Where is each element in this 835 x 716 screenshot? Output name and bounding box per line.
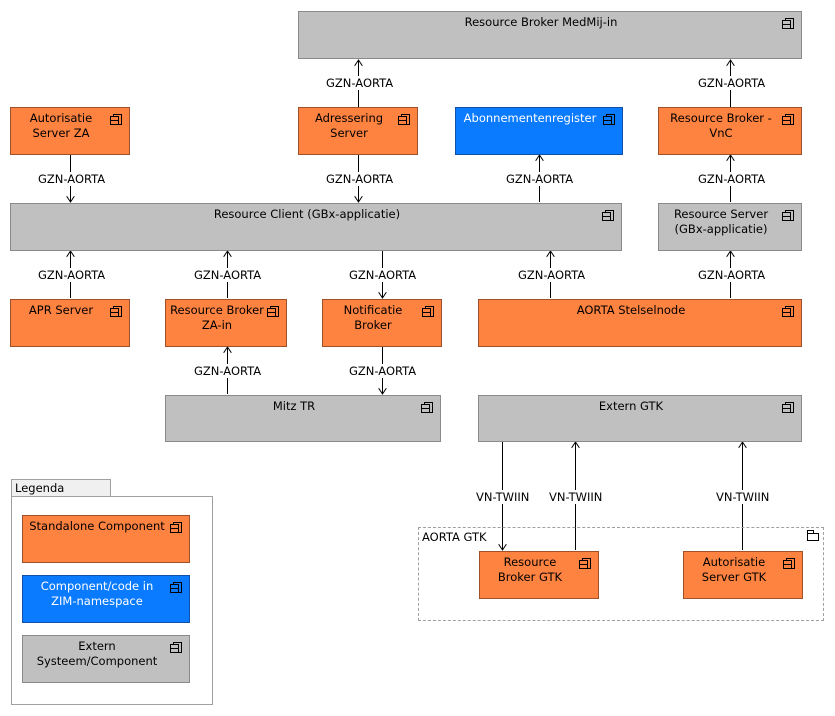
component-icon: [782, 402, 794, 413]
node-mitz-tr[interactable]: Mitz TR: [165, 395, 441, 442]
node-label: Resource Broker MedMij-in: [464, 15, 618, 29]
component-icon: [782, 114, 794, 125]
node-autorisatie-server-za[interactable]: Autorisatie Server ZA: [10, 107, 130, 155]
node-label: AORTA Stelselnode: [576, 303, 686, 317]
legend-label: Standalone Component: [29, 519, 165, 533]
component-icon: [170, 522, 182, 533]
component-icon: [782, 18, 794, 29]
node-resource-broker-gtk[interactable]: Resource Broker GTK: [479, 551, 599, 599]
node-label: Extern GTK: [598, 399, 664, 413]
edge-label: GZN-AORTA: [697, 268, 767, 282]
component-icon: [579, 558, 591, 569]
edge-label: GZN-AORTA: [517, 268, 587, 282]
component-icon: [602, 210, 614, 221]
node-label: Mitz TR: [272, 399, 316, 413]
edge-label: GZN-AORTA: [348, 364, 418, 378]
node-label: APR Server: [28, 303, 94, 317]
node-resource-broker-vnc[interactable]: Resource Broker - VnC: [658, 107, 802, 155]
node-apr-server[interactable]: APR Server: [10, 299, 130, 347]
legend-label: Extern Systeem/Component: [36, 639, 158, 668]
node-label: Resource Client (GBx-applicatie): [213, 207, 401, 221]
component-icon: [782, 306, 794, 317]
node-resource-server[interactable]: Resource Server (GBx-applicatie): [658, 203, 802, 251]
component-icon: [110, 114, 122, 125]
node-label: Resource Server (GBx-applicatie): [673, 207, 769, 236]
component-icon: [603, 114, 615, 125]
edge-label: GZN-AORTA: [325, 76, 395, 90]
node-label: Autorisatie Server ZA: [29, 111, 93, 140]
node-label: Resource Broker GTK: [497, 555, 563, 584]
node-aorta-stelselnode[interactable]: AORTA Stelselnode: [478, 299, 802, 347]
edge-label: VN-TWIIN: [715, 490, 771, 504]
edge-label: GZN-AORTA: [348, 268, 418, 282]
aorta-gtk-group[interactable]: AORTA GTK: [418, 527, 824, 621]
component-icon: [110, 306, 122, 317]
node-resource-broker-medmij[interactable]: Resource Broker MedMij-in: [298, 11, 802, 59]
edge-label: GZN-AORTA: [325, 172, 395, 186]
component-icon: [421, 402, 433, 413]
node-adressering-server[interactable]: Adressering Server: [298, 107, 418, 155]
node-label: Resource Broker ZA-in: [170, 303, 264, 332]
legend-title: Legenda: [11, 479, 111, 497]
component-icon: [267, 306, 279, 317]
node-autorisatie-server-gtk[interactable]: Autorisatie Server GTK: [683, 551, 803, 599]
component-icon: [783, 558, 795, 569]
edge-label: VN-TWIIN: [475, 490, 531, 504]
edge-label: GZN-AORTA: [505, 172, 575, 186]
edge-label: GZN-AORTA: [193, 268, 263, 282]
edge-label: GZN-AORTA: [37, 268, 107, 282]
node-extern-gtk[interactable]: Extern GTK: [478, 395, 802, 442]
edge-label: GZN-AORTA: [193, 364, 263, 378]
component-icon: [782, 210, 794, 221]
legend-extern-component: Extern Systeem/Component: [22, 635, 190, 683]
node-resource-client[interactable]: Resource Client (GBx-applicatie): [10, 203, 622, 251]
group-label: AORTA GTK: [422, 530, 487, 544]
edge-label: GZN-AORTA: [697, 172, 767, 186]
node-notificatie-broker[interactable]: Notificatie Broker: [322, 299, 442, 347]
node-label: Abonnementenregister: [463, 111, 597, 125]
edge-label: GZN-AORTA: [37, 172, 107, 186]
folder-icon: [807, 530, 819, 541]
edge-label: GZN-AORTA: [697, 76, 767, 90]
node-resource-broker-za-in[interactable]: Resource Broker ZA-in: [165, 299, 287, 347]
edge-label: VN-TWIIN: [548, 490, 604, 504]
legend-standalone-component: Standalone Component: [22, 515, 190, 563]
node-label: Autorisatie Server GTK: [701, 555, 767, 584]
component-icon: [398, 114, 410, 125]
component-icon: [170, 642, 182, 653]
node-abonnementenregister[interactable]: Abonnementenregister: [455, 107, 623, 155]
component-icon: [422, 306, 434, 317]
node-label: Notificatie Broker: [343, 303, 403, 332]
node-label: Adressering Server: [314, 111, 384, 140]
legend-label: Component/code in ZIM-namespace: [40, 579, 154, 608]
component-icon: [170, 582, 182, 593]
node-label: Resource Broker - VnC: [670, 111, 772, 140]
legend-zim-component: Component/code in ZIM-namespace: [22, 575, 190, 623]
